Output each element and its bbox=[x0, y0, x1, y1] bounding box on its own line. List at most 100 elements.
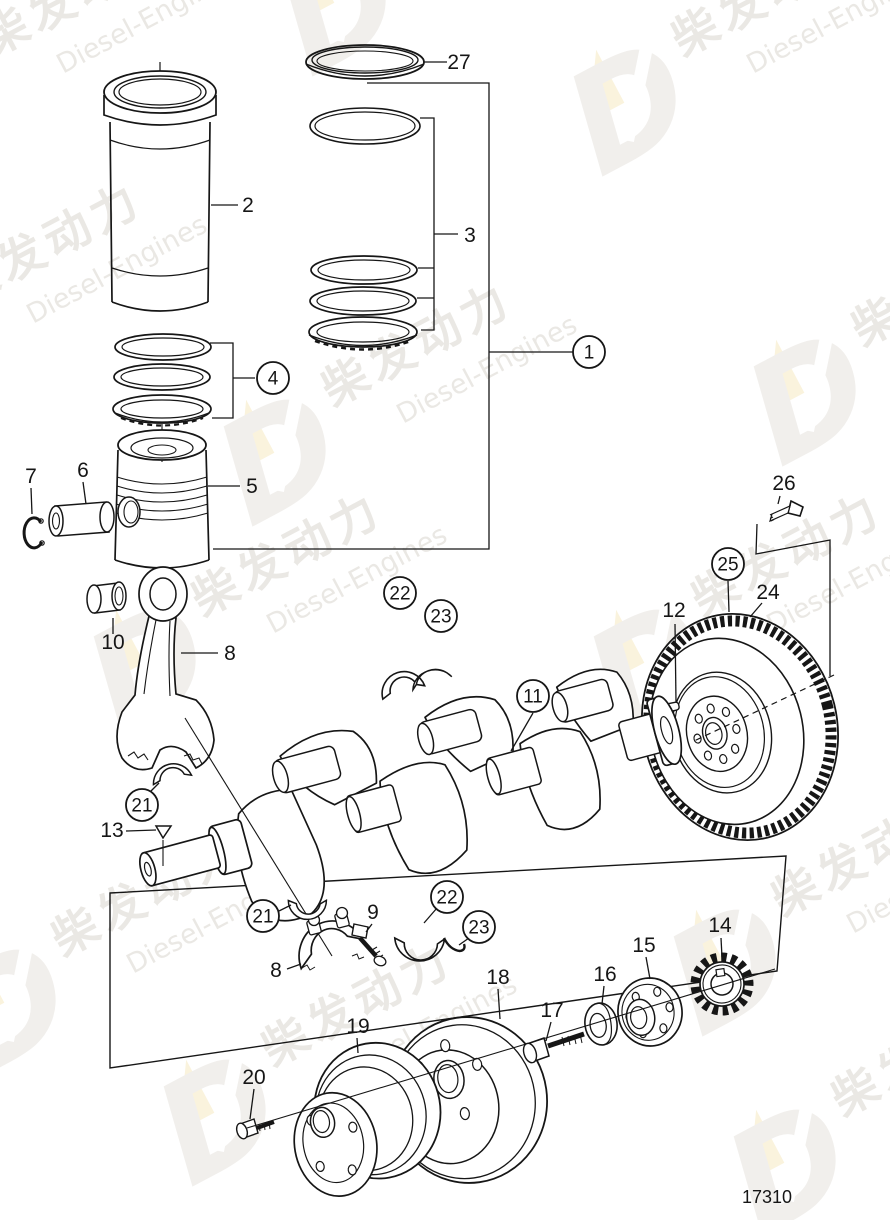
crankshaft bbox=[138, 668, 683, 922]
connecting-rod bbox=[116, 566, 215, 771]
crankshaft-gear bbox=[690, 952, 754, 1016]
crank-hub bbox=[617, 977, 683, 1047]
svg-text:3: 3 bbox=[464, 224, 476, 247]
bracket-3 bbox=[417, 117, 458, 331]
callout-8: 8 bbox=[270, 959, 282, 982]
callout-6: 6 bbox=[77, 459, 89, 482]
bolt-26-bracket bbox=[755, 523, 831, 676]
flywheel-bolt-holes bbox=[693, 703, 741, 765]
watermark-cn-text: 柴发动力 bbox=[822, 981, 890, 1126]
callout-22: 22 bbox=[430, 880, 464, 914]
callout-20: 20 bbox=[242, 1066, 265, 1089]
front-group-box bbox=[109, 855, 787, 1069]
callout-12: 12 bbox=[662, 599, 685, 622]
svg-text:11: 11 bbox=[523, 687, 543, 708]
svg-text:5: 5 bbox=[246, 475, 258, 498]
callout-15: 15 bbox=[632, 934, 655, 957]
svg-text:8: 8 bbox=[224, 642, 236, 665]
svg-text:23: 23 bbox=[430, 607, 451, 628]
svg-text:9: 9 bbox=[367, 901, 379, 924]
callout-24: 24 bbox=[756, 581, 780, 604]
watermark-accent-triangle bbox=[179, 1059, 215, 1132]
svg-text:20: 20 bbox=[242, 1066, 265, 1089]
watermark-accent-triangle bbox=[589, 49, 625, 122]
callout-5: 5 bbox=[246, 475, 258, 498]
flywheel-bolt bbox=[769, 499, 804, 523]
watermark-accent-triangle bbox=[769, 339, 805, 412]
svg-text:26: 26 bbox=[772, 472, 795, 495]
crank-pulley bbox=[293, 1041, 442, 1197]
woodruff-key bbox=[154, 825, 173, 866]
callout-23: 23 bbox=[462, 910, 496, 944]
svg-text:15: 15 bbox=[632, 934, 655, 957]
circlip bbox=[22, 516, 45, 550]
small-end-bushing bbox=[86, 581, 127, 614]
svg-text:2: 2 bbox=[242, 194, 254, 217]
svg-text:6: 6 bbox=[77, 459, 89, 482]
svg-text:23: 23 bbox=[468, 918, 489, 939]
leader-lines bbox=[30, 61, 781, 1120]
drawing-number: 17310 bbox=[742, 1187, 792, 1207]
cap-bolt bbox=[351, 923, 387, 967]
watermark-accent-triangle bbox=[239, 399, 275, 472]
svg-text:8: 8 bbox=[270, 959, 282, 982]
pulley-bolt bbox=[235, 1118, 275, 1140]
callout-21: 21 bbox=[125, 788, 159, 822]
callout-9: 9 bbox=[367, 901, 379, 924]
main-shell-22-upper bbox=[381, 670, 426, 701]
piston-ring-set bbox=[308, 107, 421, 351]
callout-3: 3 bbox=[464, 224, 476, 247]
callout-1: 1 bbox=[572, 335, 606, 369]
washer bbox=[584, 1002, 618, 1046]
watermark-accent-triangle bbox=[609, 609, 645, 682]
callout-11: 11 bbox=[516, 679, 550, 713]
svg-text:13: 13 bbox=[100, 819, 123, 842]
callout-8: 8 bbox=[224, 642, 236, 665]
svg-text:22: 22 bbox=[436, 888, 457, 909]
callout-2: 2 bbox=[242, 194, 254, 217]
callout-25: 25 bbox=[711, 547, 745, 581]
svg-text:16: 16 bbox=[593, 963, 616, 986]
svg-text:14: 14 bbox=[708, 914, 732, 937]
svg-text:19: 19 bbox=[346, 1015, 369, 1038]
svg-text:17: 17 bbox=[540, 999, 563, 1022]
callout-23: 23 bbox=[424, 599, 458, 633]
watermark-accent-triangle bbox=[749, 1109, 785, 1182]
svg-text:21: 21 bbox=[131, 796, 152, 817]
svg-text:27: 27 bbox=[447, 51, 470, 74]
callout-17: 17 bbox=[540, 999, 563, 1022]
svg-text:22: 22 bbox=[389, 584, 410, 605]
callout-21: 21 bbox=[246, 899, 280, 933]
callout-18: 18 bbox=[486, 966, 509, 989]
main-shell-21-lower bbox=[287, 898, 328, 921]
piston-pin bbox=[48, 501, 115, 537]
callout-16: 16 bbox=[593, 963, 616, 986]
callout-26: 26 bbox=[772, 472, 795, 495]
big-end-shell-upper bbox=[152, 763, 193, 786]
piston-ring-set-4 bbox=[112, 333, 212, 427]
watermark-accent-triangle bbox=[299, 0, 335, 22]
hub-bolt bbox=[522, 1031, 585, 1064]
piston bbox=[114, 424, 210, 569]
svg-text:4: 4 bbox=[268, 369, 279, 390]
svg-text:7: 7 bbox=[25, 465, 37, 488]
flywheel-axis-dashed bbox=[693, 674, 835, 742]
svg-text:24: 24 bbox=[756, 581, 780, 604]
front-group-axis bbox=[246, 968, 776, 1129]
svg-text:21: 21 bbox=[252, 907, 273, 928]
svg-text:12: 12 bbox=[662, 599, 685, 622]
cylinder-liner bbox=[103, 62, 217, 312]
bracket-1 bbox=[213, 82, 573, 550]
watermark-accent-triangle bbox=[109, 609, 145, 682]
callout-7: 7 bbox=[25, 465, 37, 488]
main-shell-23-lower bbox=[442, 937, 466, 953]
callout-27: 27 bbox=[447, 51, 470, 74]
svg-text:10: 10 bbox=[101, 631, 124, 654]
main-shell-23-upper bbox=[412, 668, 453, 693]
